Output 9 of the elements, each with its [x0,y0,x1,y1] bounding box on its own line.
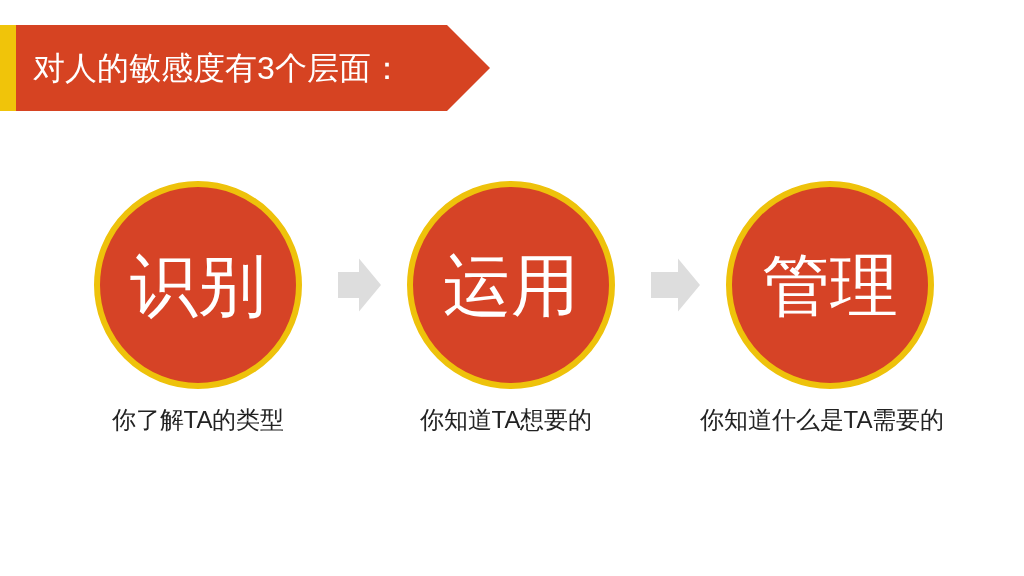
step-circle: 运用 [407,181,615,389]
arrow [651,258,700,312]
step-circle: 识别 [94,181,302,389]
title: 对人的敏感度有3个层面： [33,48,403,88]
node-label: 你了解TA的类型 [111,406,285,434]
step-circle: 管理 [726,181,934,389]
node-label: 你知道什么是TA需要的 [699,406,945,434]
node-label: 你知道TA想要的 [419,406,593,434]
arrow [338,258,381,312]
